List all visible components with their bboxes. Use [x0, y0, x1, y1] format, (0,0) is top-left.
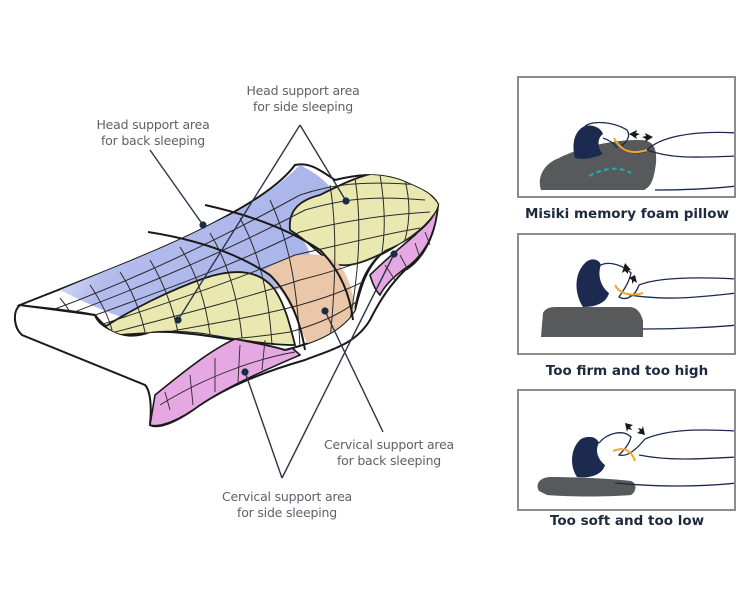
marker-head-side-front: [174, 316, 182, 324]
callout-head-side: Head support area for side sleeping: [228, 83, 378, 115]
flat-pillow: [537, 477, 636, 497]
hair-icon: [576, 259, 609, 307]
marker-cervical-side-back: [390, 250, 398, 258]
callout-line: for side sleeping: [237, 505, 337, 520]
callout-cervical-back: Cervical support area for back sleeping: [314, 437, 464, 469]
callout-line: Cervical support area: [323, 437, 455, 452]
caption-too-firm: Too firm and too high: [545, 363, 709, 379]
callout-line: for back sleeping: [336, 453, 442, 468]
contoured-pillow: [539, 140, 657, 190]
callout-line: Head support area: [246, 83, 360, 98]
neck-arrows-icon: [622, 263, 637, 284]
spine-curve: [612, 448, 636, 462]
callout-line: Head support area: [96, 117, 210, 132]
marker-cervical-side-front: [241, 368, 249, 376]
spine-support-curve: [588, 167, 632, 177]
cervical-side-zone-right: [369, 204, 439, 297]
callout-line: for side sleeping: [253, 99, 353, 114]
hair-icon: [573, 125, 603, 159]
caption-memory-foam: Misiki memory foam pillow: [524, 206, 730, 222]
callout-line: for back sleeping: [100, 133, 206, 148]
leader-lines: [149, 124, 395, 479]
marker-head-side-back: [342, 197, 350, 205]
neck-arrows-icon: [625, 423, 645, 435]
neck-arrows-icon: [629, 130, 653, 142]
pillow-grid: [29, 174, 431, 350]
callout-line: Cervical support area: [221, 489, 353, 504]
caption-too-soft: Too soft and too low: [549, 513, 705, 529]
zone-dividers: [147, 204, 354, 351]
pillow-illustration: [14, 124, 440, 479]
marker-head-back: [199, 221, 207, 229]
callout-head-back: Head support area for back sleeping: [78, 117, 228, 149]
panel-memory-foam: [517, 76, 736, 198]
tall-block-pillow: [541, 307, 643, 337]
zone-markers: [174, 197, 398, 376]
spine-curve: [614, 284, 644, 296]
panel-too-firm: [517, 233, 736, 355]
callout-cervical-side: Cervical support area for side sleeping: [212, 489, 362, 521]
hair-icon: [572, 436, 605, 478]
person-outline: [598, 429, 734, 487]
marker-cervical-back: [321, 307, 329, 315]
spine-curve: [613, 137, 648, 154]
cervical-back-zone: [265, 254, 355, 348]
panel-too-soft: [517, 389, 736, 511]
cervical-side-zone: [149, 333, 302, 427]
